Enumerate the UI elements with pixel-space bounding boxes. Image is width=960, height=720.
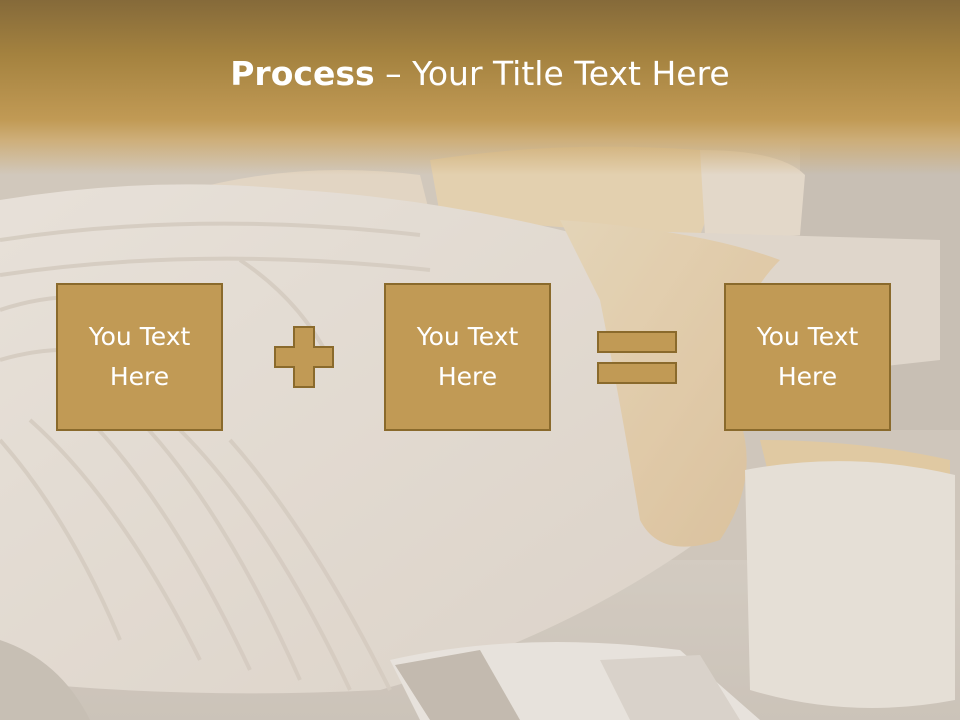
plus-icon	[274, 326, 334, 388]
slide-title: Process – Your Title Text Here	[0, 52, 960, 96]
process-box-1: You Text Here	[56, 283, 223, 431]
process-box-3: You Text Here	[724, 283, 891, 431]
process-box-2-text: You Text Here	[416, 322, 519, 391]
process-box-2: You Text Here	[384, 283, 551, 431]
title-rest-text: – Your Title Text Here	[374, 54, 730, 93]
process-box-3-text: You Text Here	[756, 322, 859, 391]
title-bold-text: Process	[230, 54, 375, 93]
process-box-1-text: You Text Here	[88, 322, 191, 391]
equals-icon	[597, 331, 677, 384]
title-band	[0, 0, 960, 175]
